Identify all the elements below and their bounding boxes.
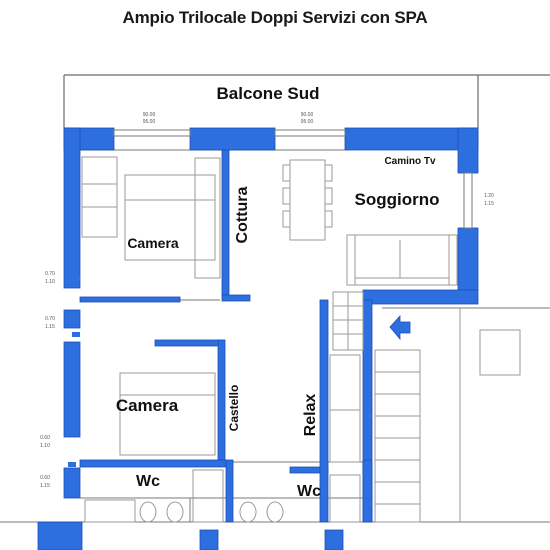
dim-left-1: 0.70: [45, 271, 55, 277]
fireplace-label: Camino Tv: [384, 156, 436, 167]
dining-table: [282, 159, 333, 241]
living-label: Soggiorno: [355, 190, 440, 209]
dim-window-top-left: 90.00: [143, 112, 156, 118]
dim-left-3: 0.60: [40, 435, 50, 441]
bathroom-fixtures: [84, 469, 361, 523]
bedroom-top-label: Camera: [127, 235, 179, 251]
bed-bottom: [119, 372, 216, 456]
walls: [37, 127, 479, 550]
wc-left-label: Wc: [136, 473, 160, 490]
entrance-stairs: [332, 291, 521, 523]
relax-label: Relax: [302, 394, 319, 437]
dim-window-top-left-2: 95.00: [143, 119, 156, 125]
windows: [113, 129, 473, 229]
dim-left-4: 0.60: [40, 475, 50, 481]
balcony: [63, 74, 550, 128]
wc-right-label: Wc: [297, 483, 321, 500]
dim-left-1b: 1.10: [45, 279, 55, 285]
page-title: Ampio Trilocale Doppi Servizi con SPA: [122, 8, 428, 27]
bedroom-bottom-label: Camera: [116, 396, 179, 415]
dim-window-top-mid-2: 95.00: [301, 119, 314, 125]
dim-right-window: 1.20: [484, 193, 494, 199]
dim-window-top-mid: 90.00: [301, 112, 314, 118]
entrance-arrow-icon: [389, 314, 411, 341]
dim-left-3b: 1.10: [40, 443, 50, 449]
kitchen-label: Cottura: [234, 186, 251, 243]
dim-left-2: 0.70: [45, 316, 55, 322]
left-wall-marks: [68, 276, 80, 467]
dim-left-2b: 1.15: [45, 324, 55, 330]
balcony-label: Balcone Sud: [217, 84, 320, 103]
closet-label: Castello: [227, 385, 241, 432]
bed-top: [81, 156, 221, 279]
sofa: [346, 234, 458, 286]
dim-right-window-2: 1.15: [484, 201, 494, 207]
relax-furniture: [329, 354, 361, 463]
dim-left-4b: 1.15: [40, 483, 50, 489]
